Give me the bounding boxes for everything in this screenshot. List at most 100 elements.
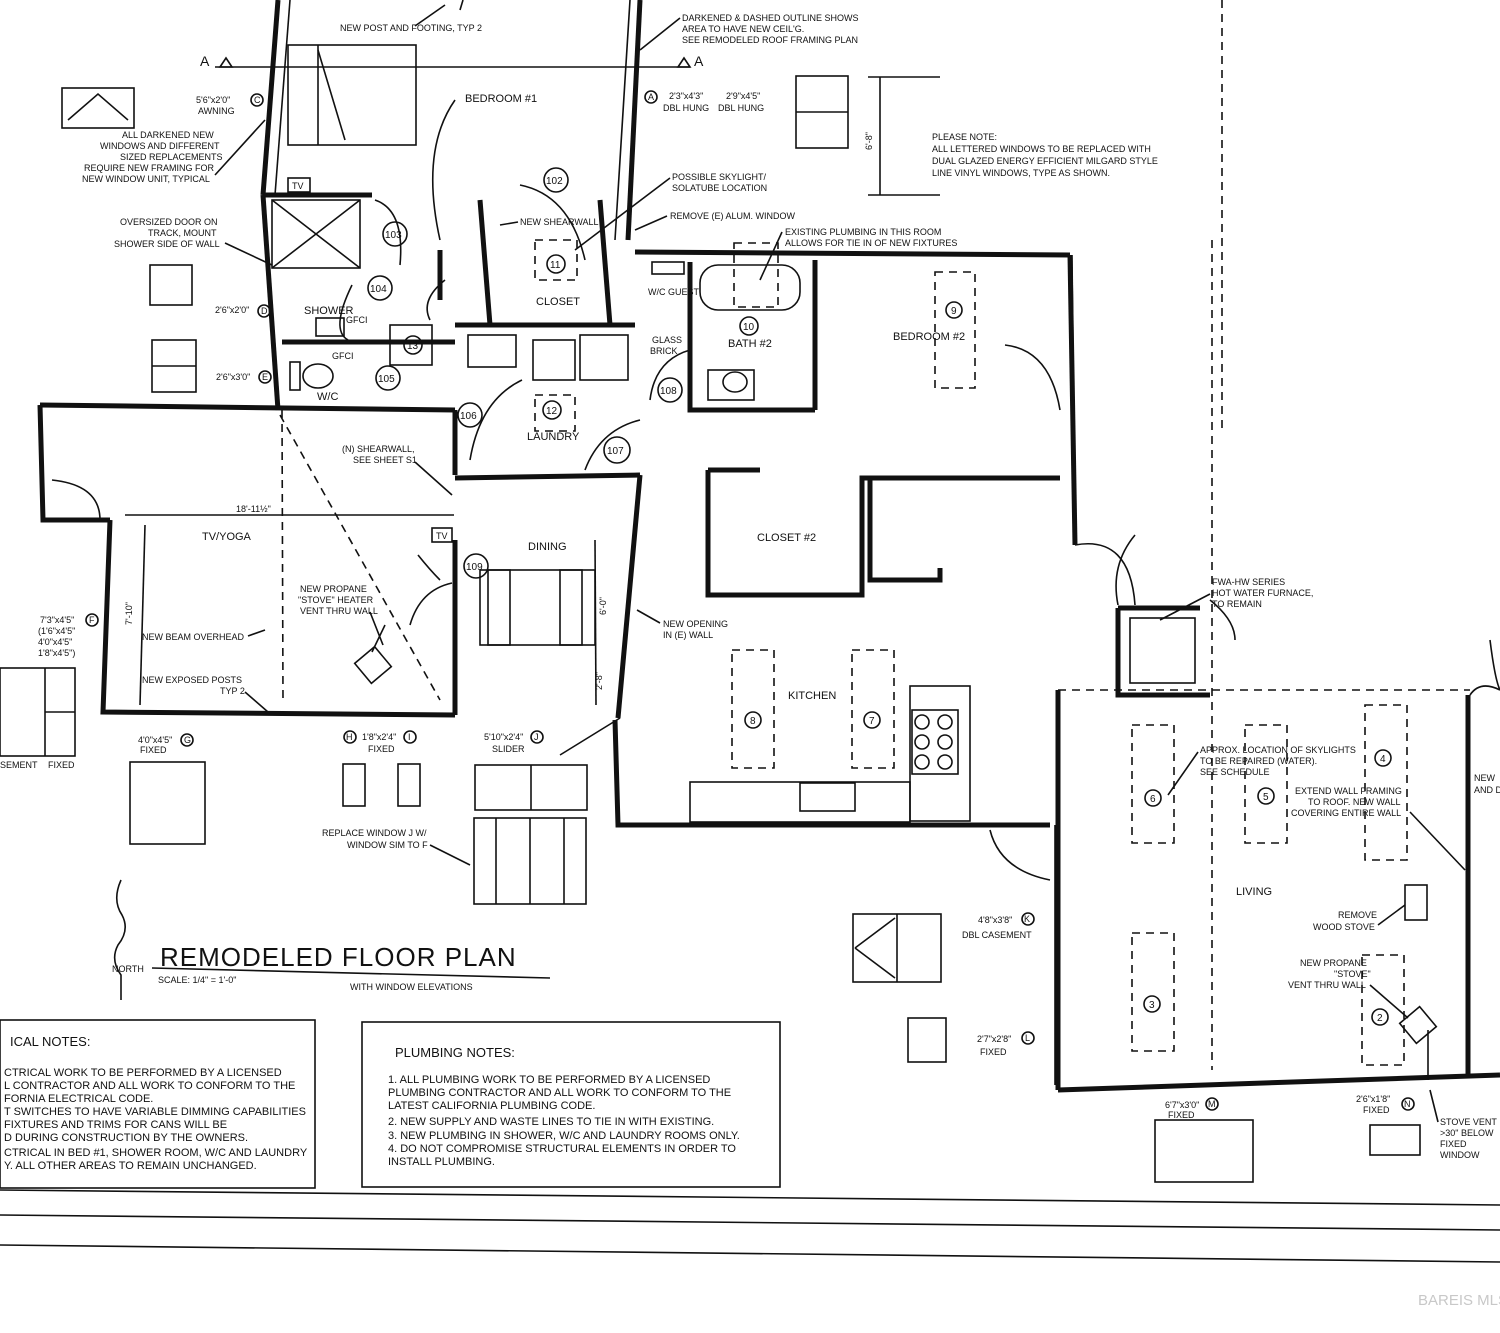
callout-extend-1: EXTEND WALL FRAMING — [1295, 786, 1402, 796]
callout-new-2: AND D — [1474, 785, 1500, 795]
win-e-size: 2'6"x3'0" — [216, 372, 250, 382]
plumbing-note-line: INSTALL PLUMBING. — [388, 1156, 495, 1168]
win-f-l1: SEMENT — [0, 760, 38, 770]
callout-darkwin-1: ALL DARKENED NEW — [122, 130, 214, 140]
callout-vent-4: WINDOW — [1440, 1150, 1480, 1160]
title-block: REMODELED FLOOR PLAN SCALE: 1/4" = 1'-0"… — [158, 942, 517, 992]
callout-furnace-2: HOT WATER FURNACE, — [1212, 588, 1313, 598]
fixture-tag-11: 11 — [550, 260, 561, 271]
callout-vent-3: FIXED — [1440, 1139, 1467, 1149]
watermark: BAREIS MLS — [1418, 1292, 1500, 1309]
callout-stove-3: VENT THRU WALL — [1288, 980, 1366, 990]
room-closet: CLOSET — [536, 296, 580, 308]
thin-lines — [0, 0, 1500, 1263]
win-k-letter: K — [1024, 914, 1030, 924]
fixture-tag-9: 9 — [951, 306, 957, 317]
win-h-type: FIXED — [368, 744, 395, 754]
callout-replace-1: REPLACE WINDOW J W/ — [322, 828, 427, 838]
fixture-tag-7: 7 — [869, 716, 875, 727]
section-marks: A A — [200, 53, 704, 69]
callout-darkwin-2: WINDOWS AND DIFFERENT — [100, 141, 220, 151]
plan-title: REMODELED FLOOR PLAN — [160, 942, 517, 972]
fixture-tags: 13 11 10 12 9 8 7 6 5 4 3 2 — [403, 254, 1392, 1026]
callout-please-2: ALL LETTERED WINDOWS TO BE REPLACED WITH — [932, 144, 1151, 154]
plumbing-notes-heading: PLUMBING NOTES: — [395, 1045, 515, 1060]
win-f-size: 7'3"x4'5" — [40, 615, 74, 625]
win-n-size: 2'6"x1'8" — [1356, 1094, 1390, 1104]
callout-darkened-1: DARKENED & DASHED OUTLINE SHOWS — [682, 13, 859, 23]
win-g-type: FIXED — [140, 745, 167, 755]
callout-posts-1: NEW EXPOSED POSTS — [142, 675, 242, 685]
callout-opening-2: IN (E) WALL — [663, 630, 713, 640]
win-j-letter: J — [534, 732, 539, 742]
callout-heater-2: "STOVE" HEATER — [298, 595, 374, 605]
callout-nshear-1: (N) SHEARWALL, — [342, 444, 415, 454]
north-label: NORTH — [112, 964, 144, 974]
window-elevations — [0, 75, 1421, 1183]
dim-tv-depth: 7'-10" — [124, 602, 134, 625]
callout-furnace-1: FWA-HW SERIES — [1212, 577, 1285, 587]
win-h-letter: H — [346, 732, 353, 742]
win-c-type: AWNING — [198, 106, 235, 116]
fixtures — [271, 44, 1438, 1080]
callout-top-dim: 6'-8" — [864, 132, 874, 150]
win-m-size: 6'7"x3'0" — [1165, 1100, 1199, 1110]
plumbing-note-line: 2. NEW SUPPLY AND WASTE LINES TO TIE IN … — [388, 1116, 714, 1128]
win-h-size: 1'8"x2'4" — [362, 732, 396, 742]
callout-extend-2: TO ROOF. NEW WALL — [1308, 797, 1401, 807]
room-shower: SHOWER — [304, 305, 354, 317]
skylight-outlines — [534, 239, 1408, 1066]
callout-darkened-3: SEE REMODELED ROOF FRAMING PLAN — [682, 35, 858, 45]
win-a-size2: 2'9"x4'5" — [726, 91, 760, 101]
callout-please-1: PLEASE NOTE: — [932, 132, 997, 142]
window-tags: 5'6"x2'0" AWNING C A 2'3"x4'3" 2'9"x4'5"… — [0, 90, 1415, 1120]
room-laundry: LAUNDRY — [527, 431, 580, 443]
room-bedroom2: BEDROOM #2 — [893, 331, 965, 343]
dim-tv-width: 18'-11½" — [236, 504, 271, 514]
fixture-tag-8: 8 — [750, 716, 756, 727]
callout-extend-3: COVERING ENTIRE WALL — [1291, 808, 1401, 818]
electrical-note-line: CTRICAL WORK TO BE PERFORMED BY A LICENS… — [4, 1067, 282, 1079]
win-a-type2: DBL HUNG — [718, 103, 764, 113]
callout-please-3: DUAL GLAZED ENERGY EFFICIENT MILGARD STY… — [932, 156, 1158, 166]
callout-darkwin-4: REQUIRE NEW FRAMING FOR — [84, 163, 214, 173]
door-tag-107: 107 — [607, 446, 624, 457]
win-n-type: FIXED — [1363, 1105, 1390, 1115]
win-l-size: 2'7"x2'8" — [977, 1034, 1011, 1044]
callout-new-1: NEW — [1474, 773, 1496, 783]
win-l-type: FIXED — [980, 1047, 1007, 1057]
callout-glass-1: GLASS — [652, 335, 682, 345]
tv-symbol-yoga: TV — [436, 531, 448, 541]
win-a-letter: A — [648, 92, 654, 102]
door-tag-109: 109 — [466, 562, 483, 573]
dim-small: 2'-8" — [594, 672, 604, 690]
callout-opening-1: NEW OPENING — [663, 619, 728, 629]
win-i-letter: I — [408, 732, 411, 742]
electrical-note-line: FIXTURES AND TRIMS FOR CANS WILL BE — [4, 1119, 227, 1131]
win-f-letter: F — [89, 615, 95, 625]
fixture-tag-3: 3 — [1149, 1000, 1155, 1011]
electrical-notes: ICAL NOTES: CTRICAL WORK TO BE PERFORMED… — [4, 1034, 308, 1172]
callout-posts-2: TYP 2 — [220, 686, 245, 696]
gfci-label-2: GFCI — [332, 351, 354, 361]
walls — [37, 0, 1500, 1093]
callout-nshear-2: SEE SHEET S1 — [353, 455, 417, 465]
callout-please-4: LINE VINYL WINDOWS, TYPE AS SHOWN. — [932, 168, 1110, 178]
win-c-size: 5'6"x2'0" — [196, 95, 230, 105]
callout-plumb-2: ALLOWS FOR TIE IN OF NEW FIXTURES — [785, 238, 957, 248]
electrical-note-line: Y. ALL OTHER AREAS TO REMAIN UNCHANGED. — [4, 1160, 257, 1172]
plumbing-note-line: LATEST CALIFORNIA PLUMBING CODE. — [388, 1100, 595, 1112]
fixture-tag-5: 5 — [1263, 792, 1269, 803]
door-tag-102: 102 — [546, 176, 563, 187]
dim-dining: 6'-0" — [598, 597, 608, 615]
win-m-letter: M — [1208, 1099, 1216, 1109]
callout-door-3: SHOWER SIDE OF WALL — [114, 239, 220, 249]
callout-post: NEW POST AND FOOTING, TYP 2 — [340, 23, 482, 33]
tv-symbol-bed: TV — [292, 181, 304, 191]
win-g-letter: G — [184, 735, 191, 745]
win-k-type: DBL CASEMENT — [962, 930, 1032, 940]
win-j-type: SLIDER — [492, 744, 525, 754]
win-a-size1: 2'3"x4'3" — [669, 91, 703, 101]
callout-darkwin-5: NEW WINDOW UNIT, TYPICAL — [82, 174, 210, 184]
